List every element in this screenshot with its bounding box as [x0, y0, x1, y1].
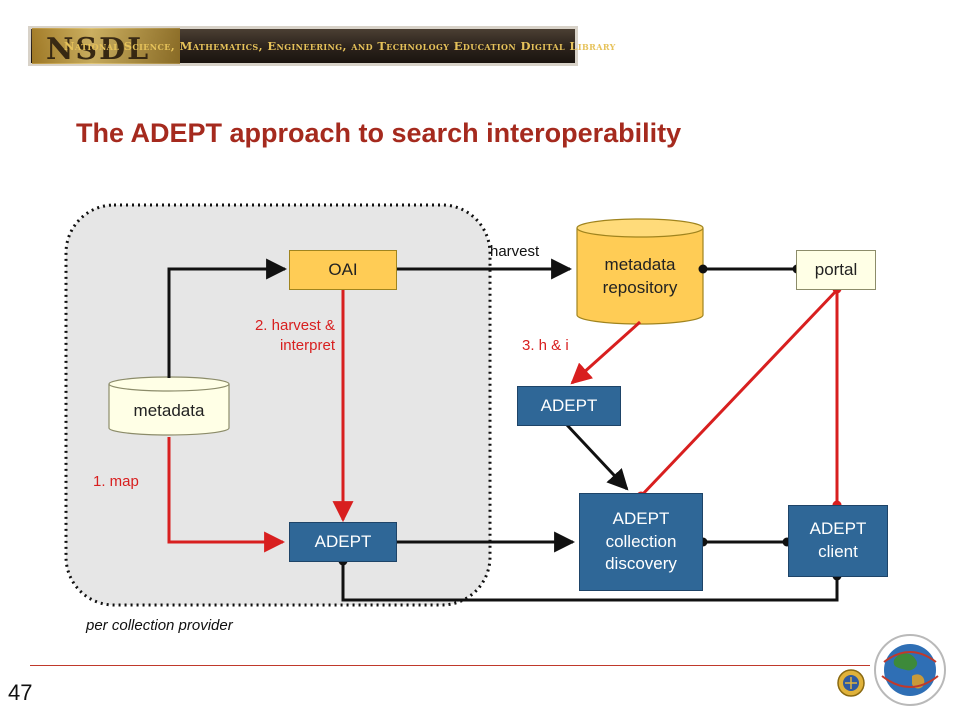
step1-label: 1. map	[93, 473, 139, 490]
edge-h-and-i	[570, 320, 642, 385]
edge-metadata-to-oai	[167, 258, 288, 378]
provider-region-label: per collection provider	[86, 617, 233, 634]
page-title: The ADEPT approach to search interoperab…	[76, 118, 682, 148]
step3-label: 3. h & i	[522, 337, 569, 354]
metadata-repository-cylinder	[576, 218, 704, 325]
edge-adept-client-loop	[341, 561, 839, 602]
metadata-source-node: metadata	[133, 400, 205, 420]
adept-hi-node: ADEPT	[517, 386, 621, 426]
nsdl-logo-text: NSDL	[46, 32, 151, 67]
adept-client-node: ADEPT client	[788, 505, 888, 577]
edge-map	[167, 437, 286, 553]
header-banner: NSDL National Science, Mathematics, Engi…	[28, 18, 615, 70]
globe-icon	[874, 634, 946, 706]
adept-collection-discovery-node: ADEPT collection discovery	[579, 493, 703, 591]
step2-label: 2. harvest & interpret	[254, 317, 335, 355]
metadata-source-cylinder	[108, 376, 230, 436]
page-number: 47	[8, 680, 33, 705]
nsdl-logo: NSDL	[32, 28, 180, 67]
portal-node: portal	[796, 250, 876, 290]
provider-region	[64, 203, 492, 607]
edge-adepthi-to-discovery	[565, 423, 629, 491]
banner-title: National Science, Mathematics, Engineeri…	[64, 39, 616, 53]
adept-provider-node: ADEPT	[289, 522, 397, 562]
metadata-repository-node: metadata repository	[602, 255, 678, 297]
footer-divider	[30, 665, 870, 666]
oai-node: OAI	[289, 250, 397, 290]
nsf-seal-icon	[837, 669, 865, 697]
edge-portal-to-discovery	[639, 288, 839, 498]
harvest-label: harvest	[490, 243, 540, 260]
